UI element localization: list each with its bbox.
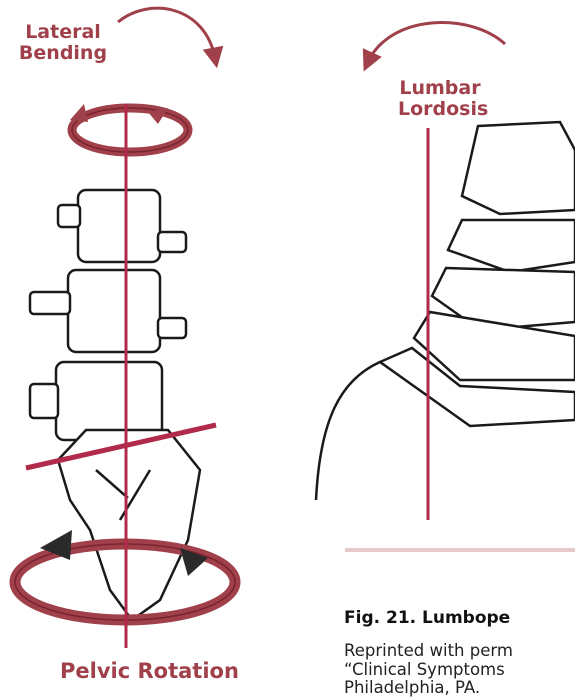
caption-divider: [345, 548, 575, 552]
lateral-bending-label: Lateral Bending: [8, 22, 118, 64]
lumbar-lordosis-label: Lumbar Lordosis: [398, 78, 482, 120]
caption-line-2: “Clinical Symptoms: [344, 660, 505, 679]
pelvic-rotation-label: Pelvic Rotation: [60, 660, 239, 683]
caption-line-1: Reprinted with perm: [344, 641, 513, 660]
figure-caption-title: Fig. 21. Lumbope: [344, 608, 510, 628]
caption-line-3: Philadelphia, PA.: [344, 678, 480, 697]
lateral-bending-arrow-icon: [118, 8, 215, 58]
top-rotation-arrow-icon: [70, 104, 188, 152]
lumbar-lordosis-arrow-icon: [368, 23, 505, 62]
lumbar-lordosis-spine: [316, 122, 575, 500]
